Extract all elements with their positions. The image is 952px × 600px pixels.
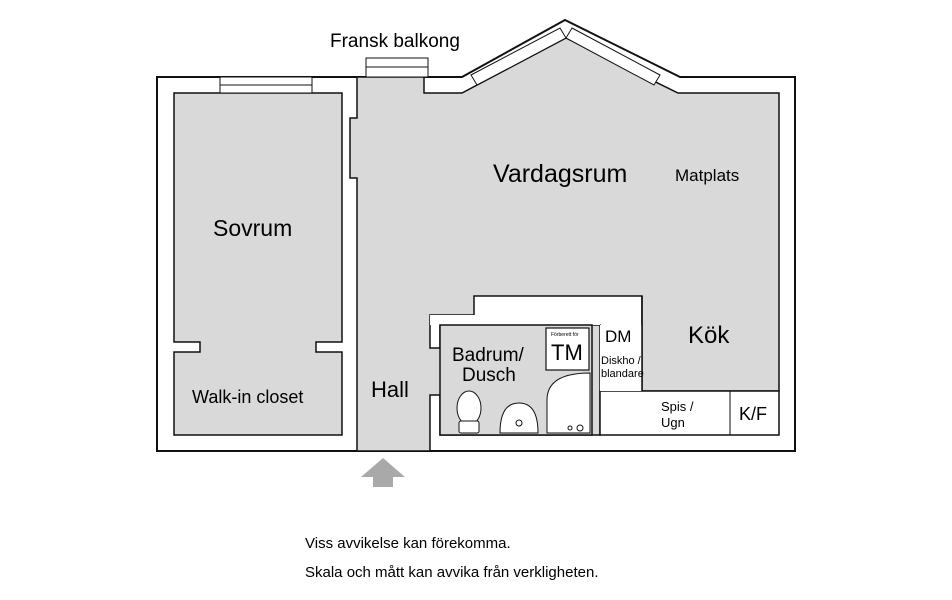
window-icon [219, 27, 661, 94]
toilet-icon [456, 390, 482, 434]
bathroom-wall [430, 315, 600, 325]
kitchen-counter [599, 390, 780, 436]
balcony-label: Fransk balkong [330, 31, 460, 52]
living-room-label: Vardagsrum [493, 160, 627, 188]
dishwasher-zone [600, 325, 642, 391]
washer-box [545, 327, 590, 371]
scale-note: Skala och mått kan avvika från verklighe… [305, 564, 599, 581]
shower-icon [546, 372, 591, 434]
bathroom-label-line1: Badrum/ [452, 345, 525, 366]
closet-label: Walk-in closet [192, 387, 303, 407]
washbasin-icon [499, 402, 539, 434]
dining-label: Matplats [675, 166, 739, 185]
deviation-note: Viss avvikelse kan förekomma. [305, 535, 511, 552]
bedroom-floor [173, 92, 343, 436]
washer-prep-label: Förberett för [551, 332, 579, 338]
stove-label-line1: Spis / [661, 399, 694, 414]
bathroom-label-line2: Dusch [462, 365, 516, 386]
entrance-arrow-icon [361, 458, 405, 487]
washer-label: TM [551, 340, 583, 365]
sink-label-line1: Diskho / [601, 355, 642, 367]
fridge-label: K/F [739, 404, 767, 424]
dishwasher-label: DM [605, 327, 631, 346]
stove-label-line2: Ugn [661, 415, 685, 430]
kitchen-label: Kök [688, 322, 730, 349]
bedroom-label: Sovrum [213, 215, 292, 241]
hall-label: Hall [371, 377, 409, 402]
sink-label-line2: blandare [601, 368, 644, 380]
